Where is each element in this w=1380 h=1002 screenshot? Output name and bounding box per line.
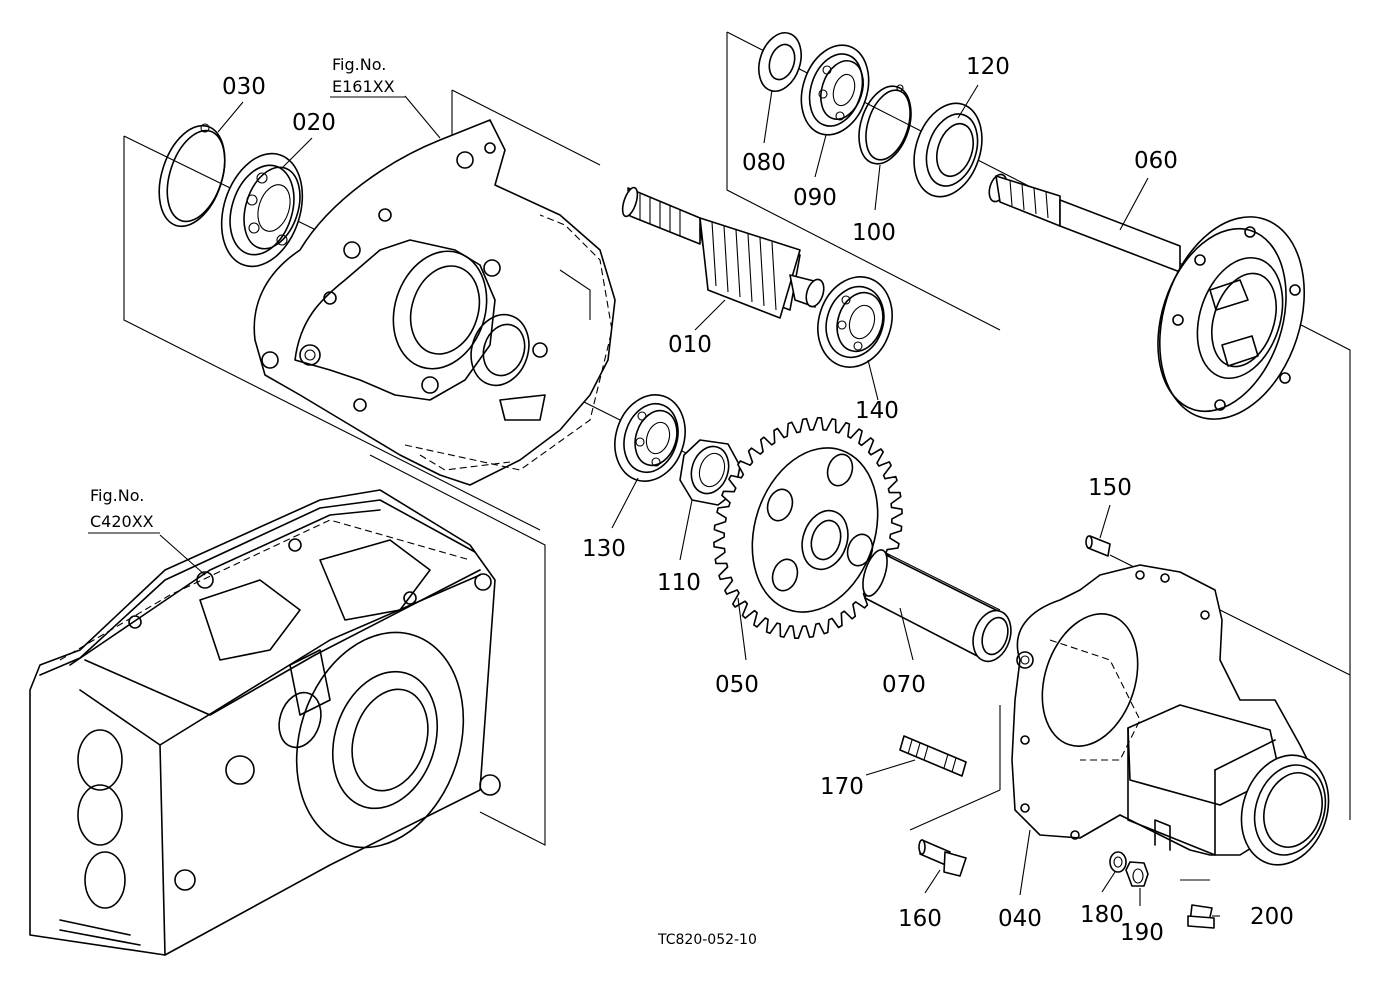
leader-lines: [159, 84, 1220, 917]
figure-reference-lower: Fig.No. C420XX: [88, 486, 160, 534]
callout-080: 080: [742, 150, 786, 176]
flange-shaft-060: [988, 173, 1306, 420]
figure-reference-upper: Fig.No. E161XX: [330, 55, 405, 98]
callout-120: 120: [966, 54, 1010, 80]
callout-090: 090: [793, 185, 837, 211]
fig-ref-lower-line1: Fig.No.: [90, 486, 144, 505]
callout-130: 130: [582, 536, 626, 562]
callout-070: 070: [882, 672, 926, 698]
callout-140: 140: [855, 398, 899, 424]
upper-transmission-case: [253, 119, 616, 486]
fig-ref-lower-line2: C420XX: [90, 512, 154, 531]
fig-ref-upper-line2: E161XX: [332, 77, 395, 96]
callout-labels: 030 020 010 140 130 110 050 070 080 090 …: [222, 54, 1294, 946]
pin-150: [1085, 535, 1111, 557]
spur-gear-050: [713, 417, 903, 639]
callout-020: 020: [292, 110, 336, 136]
thrust-washer-080: [758, 32, 802, 92]
callout-100: 100: [852, 220, 896, 246]
lower-transmission-housing: [29, 489, 501, 956]
ball-bearing-020: [220, 152, 304, 268]
snap-ring-100: [858, 84, 912, 165]
callout-190: 190: [1120, 920, 1164, 946]
snap-ring-030: [158, 123, 226, 228]
callout-030: 030: [222, 74, 266, 100]
callout-170: 170: [820, 774, 864, 800]
ball-bearing-090: [800, 44, 870, 136]
callout-150: 150: [1088, 475, 1132, 501]
lock-nut-110: [679, 439, 741, 506]
callout-180: 180: [1080, 902, 1124, 928]
callout-160: 160: [898, 906, 942, 932]
bolt-160: [918, 839, 967, 877]
callout-110: 110: [657, 570, 701, 596]
pto-housing-040: [1011, 564, 1330, 866]
collar-070: [862, 549, 1012, 663]
callout-040: 040: [998, 906, 1042, 932]
plug-200: [1187, 904, 1215, 929]
callout-050: 050: [715, 672, 759, 698]
drawing-code: TC820-052-10: [657, 932, 757, 948]
oil-seal-120: [913, 102, 983, 198]
callout-200: 200: [1250, 904, 1294, 930]
ball-bearing-130: [614, 394, 686, 482]
stud-bolt-170: [899, 735, 967, 777]
nut-190: [1125, 861, 1149, 887]
pinion-shaft-010: [621, 186, 825, 319]
ball-bearing-140: [817, 276, 893, 368]
washer-180: [1109, 851, 1127, 873]
callout-010: 010: [668, 332, 712, 358]
callout-060: 060: [1134, 148, 1178, 174]
fig-ref-upper-line1: Fig.No.: [332, 55, 386, 74]
